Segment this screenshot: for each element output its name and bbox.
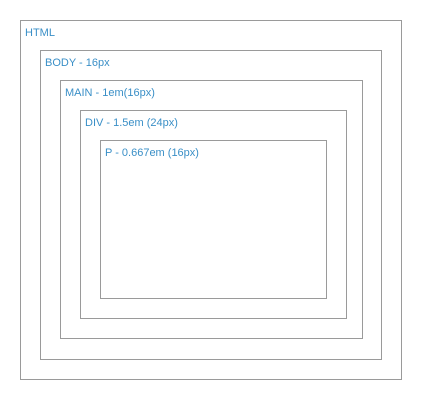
body-element-label: BODY - 16px bbox=[45, 57, 110, 69]
p-element-box: P - 0.667em (16px) bbox=[100, 140, 327, 299]
p-element-label: P - 0.667em (16px) bbox=[105, 147, 199, 159]
html-element-label: HTML bbox=[25, 27, 55, 39]
div-element-label: DIV - 1.5em (24px) bbox=[85, 117, 178, 129]
main-element-label: MAIN - 1em(16px) bbox=[65, 87, 155, 99]
